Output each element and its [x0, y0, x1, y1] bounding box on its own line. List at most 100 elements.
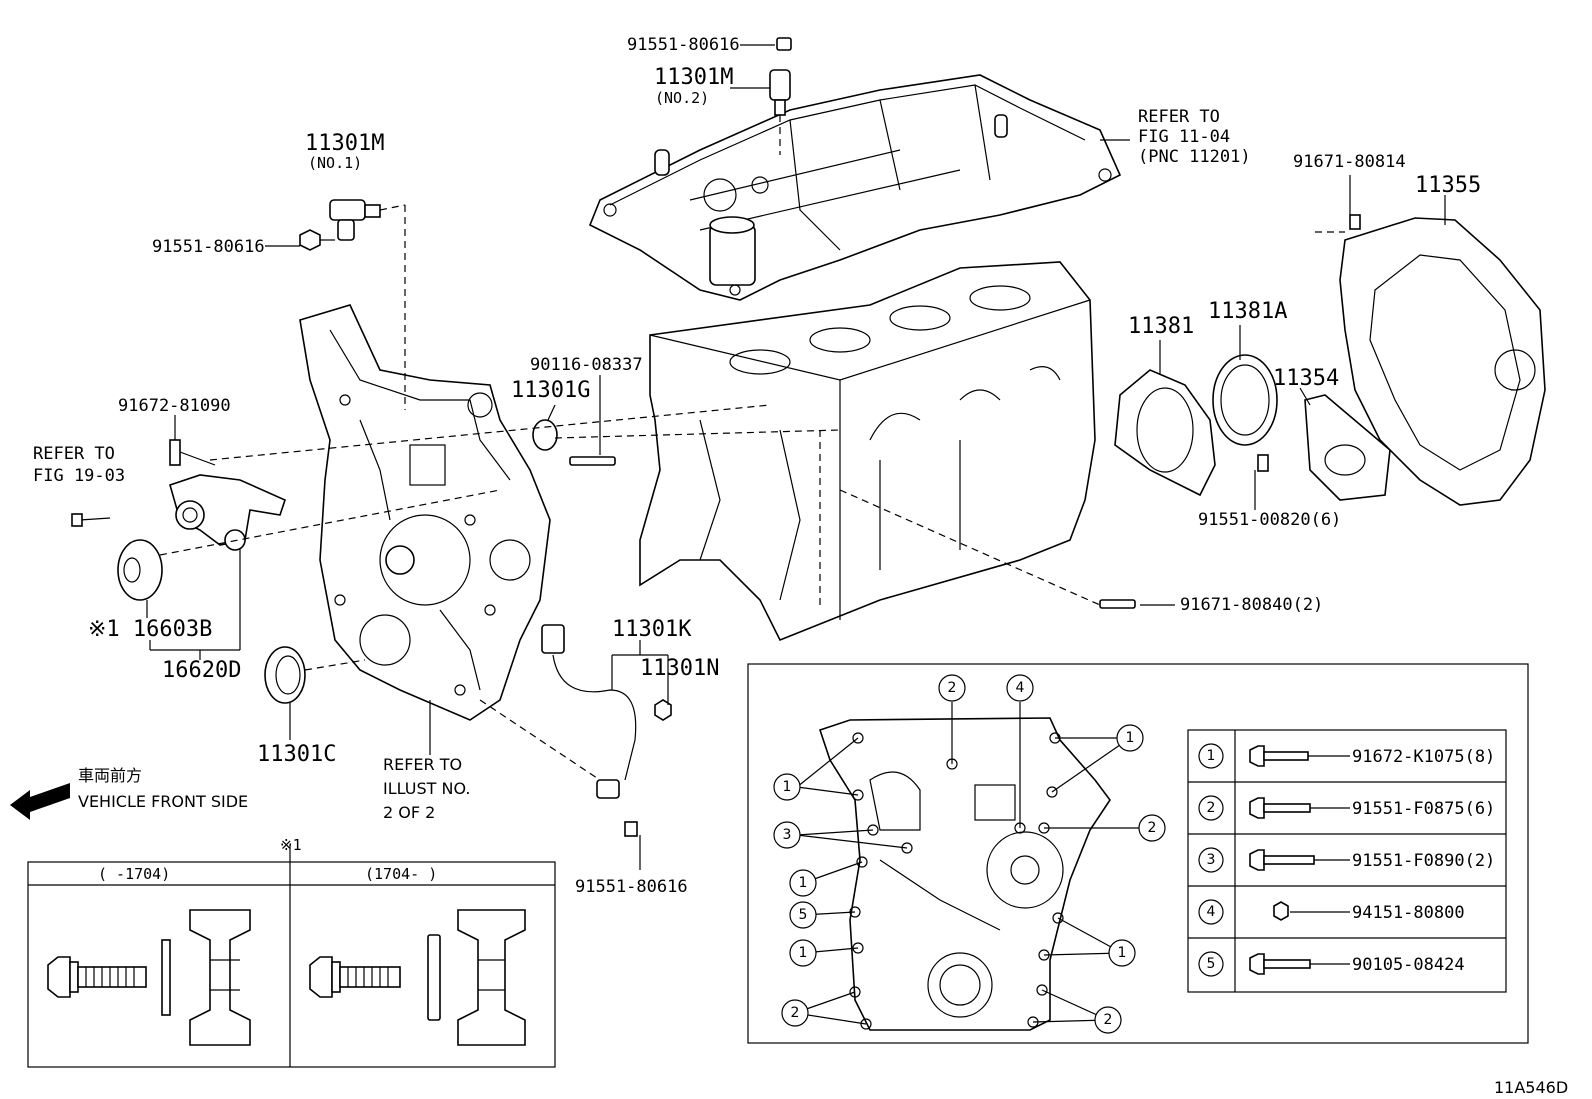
- callout-circles: 2 4 1 1 3 2 1 5 1 1 2 2: [773, 674, 1166, 1034]
- svg-text:1: 1: [1207, 748, 1216, 764]
- label-no1: (NO.1): [308, 154, 362, 172]
- stud-90116-drawing: [569, 375, 616, 466]
- label-refer-19-03-a: REFER TO: [33, 444, 115, 464]
- inset-col2-header: (1704- ): [365, 865, 437, 883]
- callout-4-top: 4: [1006, 674, 1034, 702]
- label-11301c: 11301C: [257, 742, 336, 767]
- callout-1-right-b: 1: [1108, 939, 1136, 967]
- legend-part-4: 94151-80800: [1352, 903, 1465, 923]
- callout-2-bottom-left: 2: [781, 999, 809, 1027]
- bolt-legend-table: 1 91672-K1075(8) 2 91551-F0875(6) 3 9155…: [1187, 729, 1507, 993]
- legend-part-3: 91551-F0890(2): [1352, 851, 1495, 871]
- label-91551-80616-left: 91551-80616: [152, 237, 265, 257]
- cam-sensor-no1-drawing: [299, 199, 381, 251]
- label-91671-80840: 91671-80840(2): [1180, 595, 1323, 615]
- label-refer-illust-b: ILLUST NO.: [383, 779, 470, 798]
- svg-text:2: 2: [1104, 1012, 1113, 1028]
- legend-row-1: 1 91672-K1075(8): [1198, 743, 1495, 769]
- label-refer-illust-a: REFER TO: [383, 755, 462, 774]
- oil-seal-11301c-drawing: [264, 646, 366, 704]
- label-91551-80616-top: 91551-80616: [627, 35, 740, 55]
- label-figure-id: 11A546D: [1494, 1078, 1568, 1097]
- callout-1-left-a: 1: [773, 773, 801, 801]
- label-90116-08337: 90116-08337: [530, 355, 643, 375]
- label-refer-11-04-c: (PNC 11201): [1138, 147, 1251, 167]
- svg-text:2: 2: [791, 1005, 800, 1021]
- label-refer-11-04-a: REFER TO: [1138, 107, 1220, 127]
- svg-text:4: 4: [1207, 904, 1216, 920]
- label-no2: (NO.2): [655, 89, 709, 107]
- label-16603b: ※1 16603B: [88, 617, 212, 642]
- callout-1-left-c: 1: [789, 939, 817, 967]
- cover-11354-drawing: [1304, 394, 1391, 501]
- variant1-bolt-drawing: [47, 909, 251, 1046]
- label-11381: 11381: [1128, 314, 1194, 339]
- inset-col1-header: ( -1704): [98, 865, 170, 883]
- legend-row-3: 3 91551-F0890(2): [1198, 847, 1495, 873]
- label-front-jp: 車両前方: [78, 766, 142, 785]
- callout-2-top: 2: [938, 674, 966, 702]
- label-11301n: 11301N: [640, 656, 719, 681]
- legend-row-2: 2 91551-F0875(6): [1198, 795, 1495, 821]
- callout-1-left-b: 1: [789, 869, 817, 897]
- label-refer-11-04-b: FIG 11-04: [1138, 127, 1230, 147]
- label-refer-19-03-b: FIG 19-03: [33, 466, 125, 486]
- label-16620d: 16620D: [162, 658, 241, 683]
- svg-text:1: 1: [783, 779, 792, 795]
- callout-leaders: [794, 702, 1150, 1025]
- svg-text:5: 5: [1207, 956, 1216, 972]
- legend-part-1: 91672-K1075(8): [1352, 747, 1495, 767]
- callout-2-right: 2: [1138, 814, 1166, 842]
- front-arrow-icon: [10, 783, 70, 820]
- bolt-location-inset: 2 4 1 1 3 2 1 5 1 1 2 2 1 9: [747, 663, 1529, 1044]
- svg-text:1: 1: [799, 945, 808, 961]
- variant-inset: ( -1704) (1704- ): [27, 845, 556, 1068]
- rear-seal-retainer-drawing: [1114, 354, 1278, 497]
- label-front-en: VEHICLE FRONT SIDE: [78, 792, 248, 811]
- assembly-dashed-lines: [159, 204, 1101, 781]
- label-91551-80616-bottom: 91551-80616: [575, 877, 688, 897]
- label-note-mark: ※1: [280, 836, 302, 854]
- legend-row-4: 4 94151-80800: [1198, 899, 1465, 925]
- label-11301g: 11301G: [511, 378, 590, 403]
- label-91671-80814: 91671-80814: [1293, 152, 1406, 172]
- label-11301k: 11301K: [612, 617, 692, 642]
- svg-text:1: 1: [1126, 730, 1135, 746]
- cylinder-block-drawing: [639, 261, 1096, 642]
- legend-row-5: 5 90105-08424: [1198, 951, 1465, 977]
- label-refer-illust-c: 2 OF 2: [383, 803, 435, 822]
- callout-3-left: 3: [773, 821, 801, 849]
- label-11301m-no1: 11301M: [305, 131, 384, 156]
- svg-text:4: 4: [1016, 680, 1025, 696]
- label-91672-81090: 91672-81090: [118, 396, 231, 416]
- timing-chain-cover-drawing: [299, 304, 551, 721]
- o-ring-11301g-drawing: [532, 419, 558, 451]
- cylinder-head-cover-drawing: [588, 37, 1122, 301]
- svg-text:5: 5: [799, 907, 808, 923]
- part-labels: 91551-80616 11301M (NO.2) REFER TO FIG 1…: [33, 35, 1568, 1097]
- leader-lines: [146, 44, 1446, 870]
- svg-text:3: 3: [1207, 852, 1216, 868]
- svg-text:1: 1: [799, 875, 808, 891]
- legend-part-2: 91551-F0875(6): [1352, 799, 1495, 819]
- variant2-bolt-drawing: [309, 909, 526, 1046]
- callout-1-top-right: 1: [1116, 724, 1144, 752]
- label-91551-00820: 91551-00820(6): [1198, 510, 1341, 530]
- svg-text:2: 2: [1207, 800, 1216, 816]
- svg-text:3: 3: [783, 827, 792, 843]
- label-11355: 11355: [1415, 173, 1481, 198]
- svg-text:2: 2: [948, 680, 957, 696]
- label-11301m-no2: 11301M: [654, 65, 733, 90]
- callout-2-bottom-right: 2: [1094, 1006, 1122, 1034]
- legend-part-5: 90105-08424: [1352, 955, 1465, 975]
- svg-text:1: 1: [1118, 945, 1127, 961]
- bolt-91671-80840-drawing: [1099, 599, 1136, 609]
- crank-sensor-11301k-drawing: [541, 624, 672, 837]
- svg-text:2: 2: [1148, 820, 1157, 836]
- tensioner-drawing: [71, 439, 286, 601]
- end-plate-11355-drawing: [1315, 214, 1546, 506]
- callout-5-left: 5: [789, 901, 817, 929]
- label-11381a: 11381A: [1208, 299, 1287, 324]
- label-11354: 11354: [1273, 366, 1339, 391]
